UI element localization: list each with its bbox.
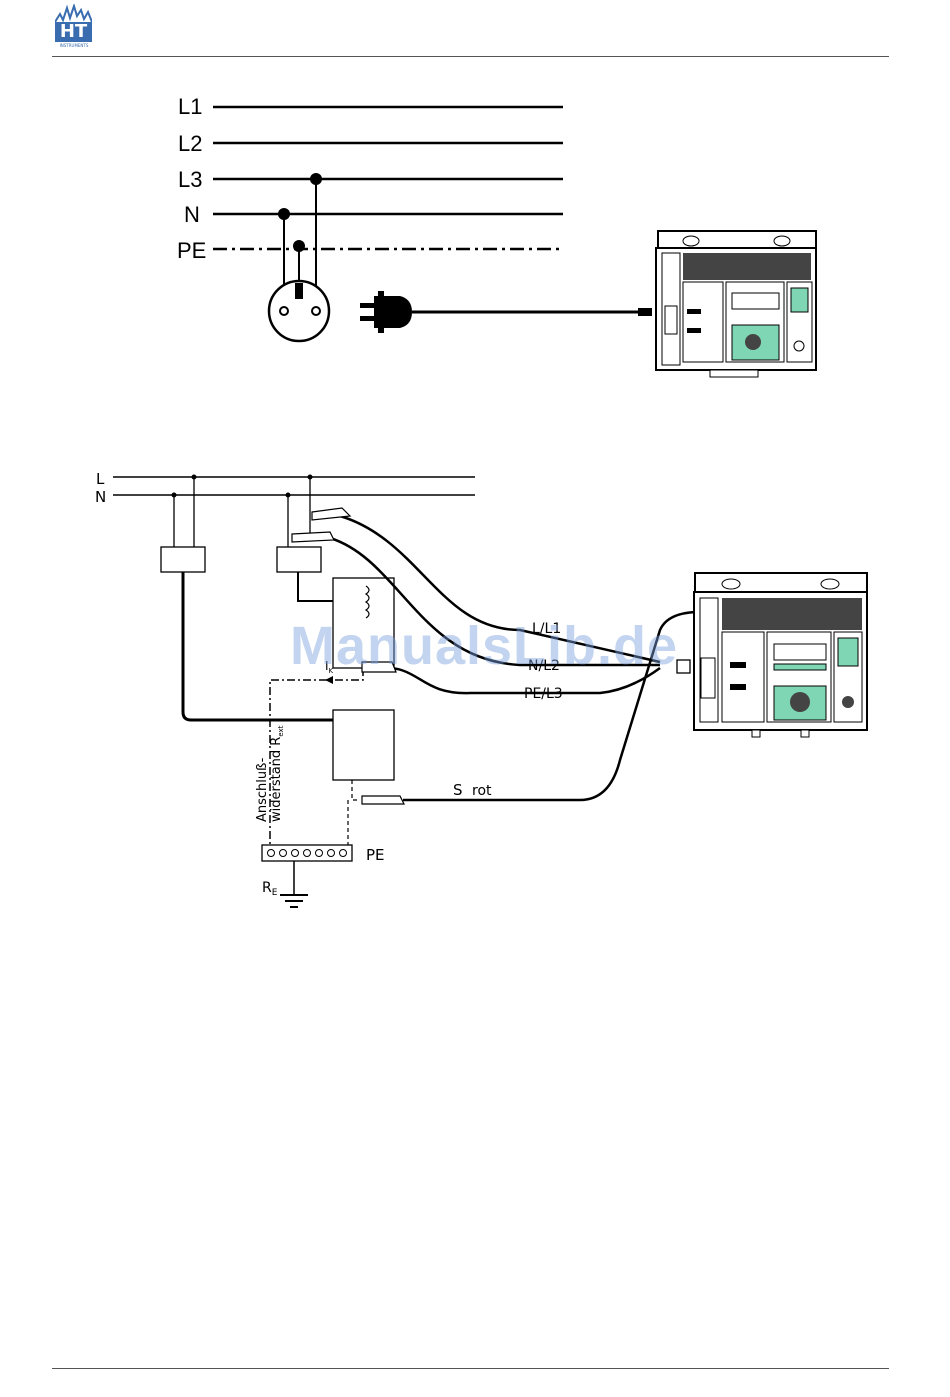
line-label-pe: PE	[177, 238, 206, 263]
wire	[298, 572, 333, 601]
rcd-device-right	[277, 547, 321, 572]
earth-ground-icon	[280, 895, 308, 907]
terminal	[340, 850, 347, 857]
resistance-label-line1: Anschluß-	[255, 757, 270, 822]
footer-rule	[52, 1368, 889, 1369]
socket-pin-hole	[312, 307, 320, 315]
probe-label-pe-l3: PE/L3	[524, 686, 563, 702]
earth-label: RE	[262, 880, 278, 898]
line-label-l1: L1	[178, 94, 202, 119]
line-label-n: N	[184, 202, 200, 227]
rcd-test-diagram: L N IK Anschluß- widerstand Rext	[0, 440, 950, 940]
terminal	[304, 850, 311, 857]
line-label-l2: L2	[178, 131, 202, 156]
supply-label-n: N	[95, 488, 106, 506]
supply-label-l: L	[96, 470, 105, 488]
wire	[352, 780, 360, 800]
probe-label-rot: rot	[472, 783, 492, 799]
rcd-device-left	[161, 547, 205, 572]
terminal	[280, 850, 287, 857]
three-phase-socket-diagram: L1 L2 L3 N PE	[0, 0, 950, 420]
consumer-device	[333, 710, 394, 780]
test-instrument-top	[656, 231, 816, 377]
test-instrument-bottom	[694, 573, 867, 737]
socket-pin-hole	[280, 307, 288, 315]
line-label-l3: L3	[178, 167, 202, 192]
terminal	[292, 850, 299, 857]
terminal	[316, 850, 323, 857]
probe-connector	[677, 660, 690, 673]
socket-earth-contact	[295, 283, 303, 299]
resistance-label: Anschluß- widerstand Rext	[255, 725, 285, 822]
schuko-plug-icon	[360, 291, 652, 333]
busbar-label: PE	[366, 846, 385, 864]
probe-label-s: S	[453, 781, 463, 799]
arrow-icon	[325, 676, 333, 684]
resistance-label-line2: widerstand Rext	[269, 725, 285, 822]
watermark: ManualsLib.de	[290, 615, 678, 677]
terminal	[268, 850, 275, 857]
terminal	[328, 850, 335, 857]
